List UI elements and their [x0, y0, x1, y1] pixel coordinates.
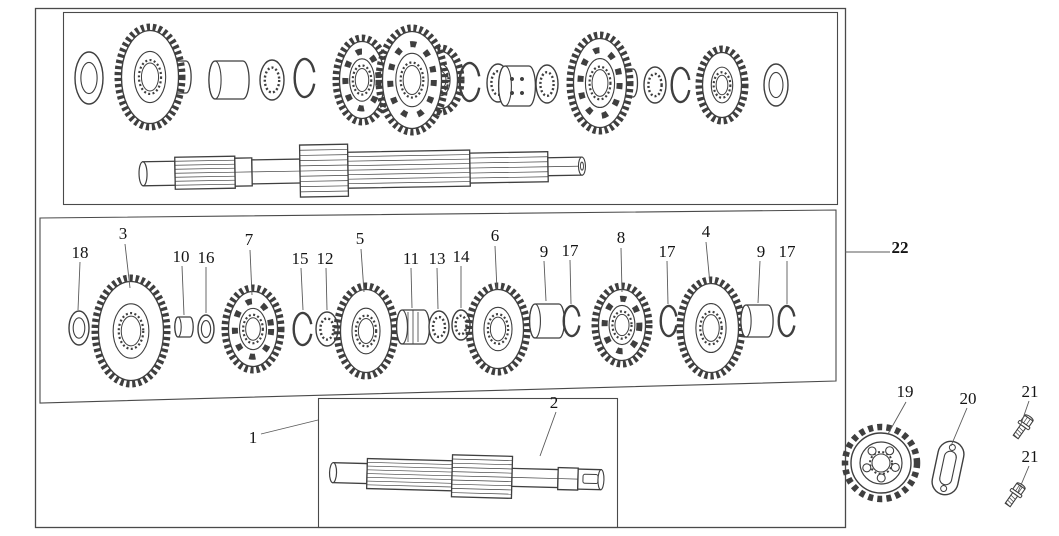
front-sprocket	[841, 423, 921, 503]
flange-bolt	[1012, 414, 1034, 440]
sprocket-retainer-plate	[931, 440, 965, 496]
input-shaft	[138, 143, 587, 198]
lower-gear-set	[68, 274, 796, 388]
output-shaft	[328, 454, 605, 500]
flange-bolt	[1004, 482, 1026, 508]
leader-lines	[77, 241, 1030, 493]
upper-gear-set	[74, 23, 789, 136]
frames	[34, 7, 847, 529]
